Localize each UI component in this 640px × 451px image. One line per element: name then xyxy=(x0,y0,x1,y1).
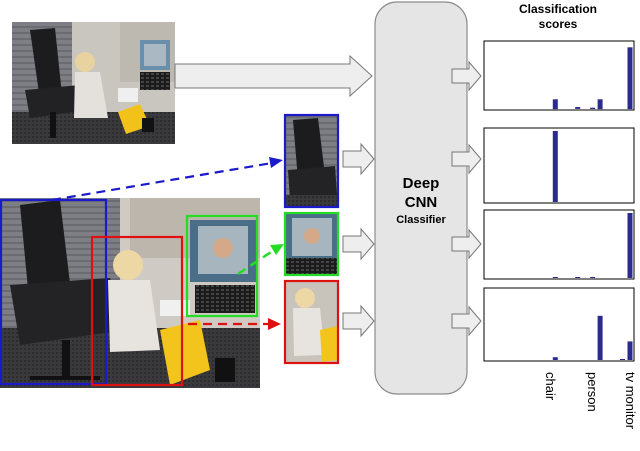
crop-tv-monitor-border xyxy=(283,211,340,277)
score-chart-frame xyxy=(483,127,635,204)
score-charts xyxy=(483,40,635,362)
proposal-box-tv-monitor xyxy=(185,214,259,318)
score-chart-frame xyxy=(483,40,635,111)
block-arrow-output-2 xyxy=(451,143,482,175)
category-label-tv-monitor: tv monitor xyxy=(623,372,638,430)
classifier-label-line1: Deep xyxy=(403,175,440,192)
block-arrow-full-image xyxy=(174,54,373,98)
input-image-full xyxy=(12,22,175,144)
crop-chair-border xyxy=(283,113,340,209)
score-bar xyxy=(552,277,558,278)
crop-chair xyxy=(285,115,338,207)
score-bar xyxy=(627,47,633,110)
score-bar xyxy=(620,359,625,360)
score-bar xyxy=(627,213,633,278)
dashed-arrow-tv-monitor xyxy=(237,244,284,276)
dashed-arrow-chair xyxy=(51,157,283,202)
score-bar xyxy=(552,357,558,360)
crop-person-border xyxy=(283,279,340,365)
score-bar xyxy=(552,131,558,202)
scores-title-line1: Classification xyxy=(519,2,597,16)
category-label-person: person xyxy=(585,372,600,412)
score-bar xyxy=(597,99,603,110)
score-bar xyxy=(552,99,558,110)
crop-person xyxy=(285,281,338,363)
proposal-box-person xyxy=(90,235,184,387)
category-label-chair: chair xyxy=(543,372,558,401)
score-bar xyxy=(627,341,633,360)
score-chart-frame xyxy=(483,287,635,362)
block-arrow-crop-chair xyxy=(342,142,375,176)
classifier-label-line3: Classifier xyxy=(396,214,446,226)
score-bar xyxy=(590,107,596,109)
score-bar xyxy=(597,315,603,360)
block-arrow-output-4 xyxy=(451,305,482,337)
block-arrow-output-3 xyxy=(451,228,482,260)
score-bar xyxy=(575,107,581,109)
block-arrow-crop-person xyxy=(342,304,375,338)
classifier-label-line2: CNN xyxy=(405,194,438,211)
block-arrow-output-1 xyxy=(451,60,482,92)
block-arrow-crop-tv-monitor xyxy=(342,227,375,261)
score-chart-frame xyxy=(483,209,635,280)
cnn-classifier-box xyxy=(374,1,468,395)
input-image-with-proposals xyxy=(0,198,260,388)
scores-title-line2: scores xyxy=(539,17,578,31)
crop-tv-monitor xyxy=(285,213,338,275)
score-bar xyxy=(590,277,596,278)
score-bar xyxy=(575,277,581,278)
dashed-arrow-person xyxy=(188,318,281,330)
